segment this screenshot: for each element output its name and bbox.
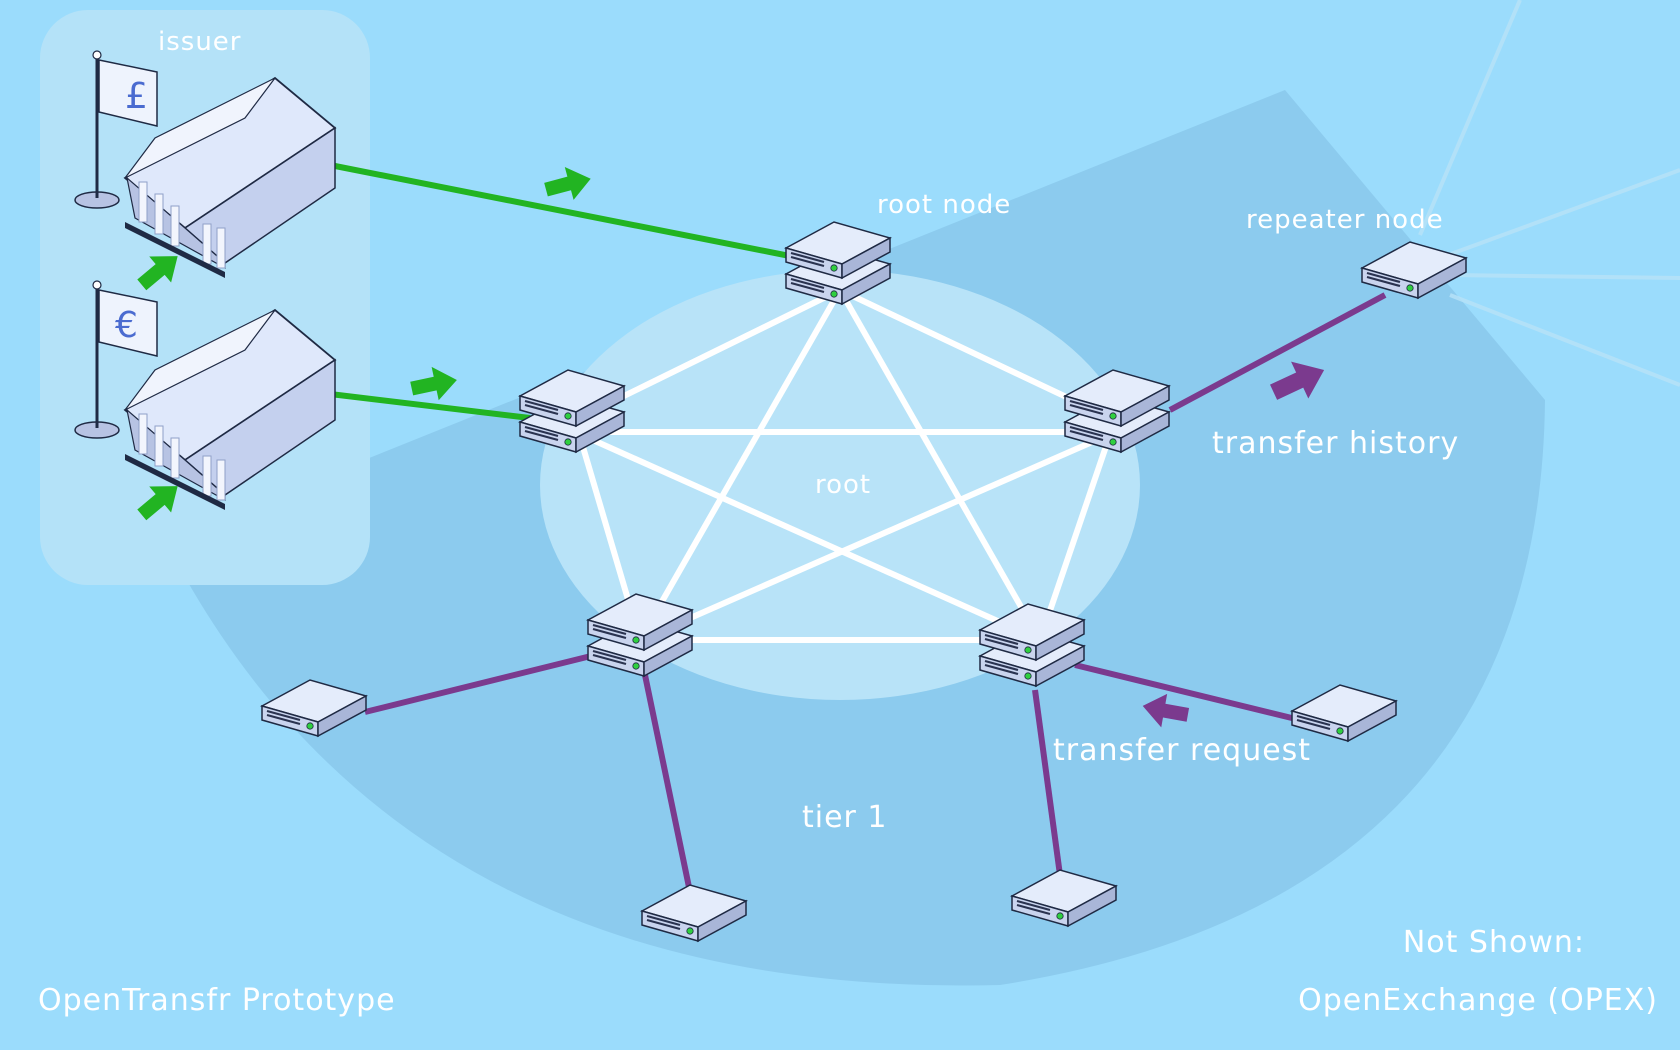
arrow-icon — [408, 362, 461, 406]
label-not-shown: Not Shown: — [1403, 925, 1585, 960]
label-transfer-request: transfer request — [1053, 733, 1311, 768]
label-transfer-history: transfer history — [1212, 426, 1459, 461]
label-prototype: OpenTransfr Prototype — [38, 983, 396, 1018]
label-root: root — [815, 470, 871, 500]
label-repeater-node: repeater node — [1246, 205, 1444, 235]
pound-flag-symbol: £ — [125, 76, 148, 117]
euro-flag-symbol: € — [115, 305, 138, 346]
issuer-euro: € — [73, 279, 336, 511]
label-root-node: root node — [877, 190, 1011, 220]
arrow-icon — [541, 161, 595, 207]
label-issuer: issuer — [158, 27, 241, 57]
issuer-pound: £ — [73, 49, 336, 279]
issuer-links — [329, 162, 801, 421]
label-open-exchange: OpenExchange (OPEX) — [1298, 983, 1658, 1018]
tier-links — [364, 292, 1387, 893]
label-tier-1: tier 1 — [802, 800, 888, 835]
